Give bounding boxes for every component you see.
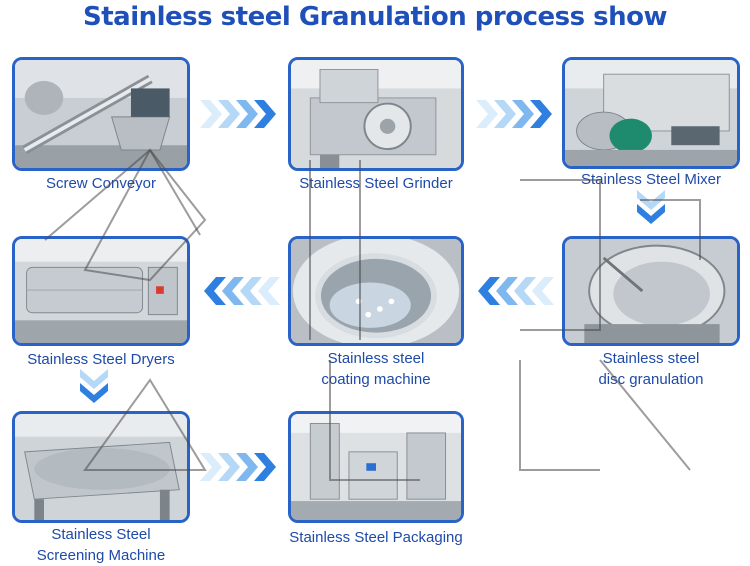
screw-conveyor-caption: Screw Conveyor (45, 175, 157, 192)
packaging-caption: Stainless Steel Packaging (289, 529, 463, 546)
disc-granulation-caption: Stainless steel disc granulation (598, 350, 704, 388)
mixer-photo (562, 57, 740, 169)
grinder-caption: Stainless Steel Grinder (299, 175, 453, 192)
mixer-caption: Stainless Steel Mixer (580, 171, 722, 188)
coating-machine-caption: Stainless steel coating machine (321, 350, 431, 388)
arrow-dryers-to-screening (80, 369, 108, 403)
packaging-photo (288, 411, 464, 523)
chevron-right-icon (200, 453, 276, 481)
dryers-photo (12, 236, 190, 346)
disc-granulation-photo (562, 236, 740, 346)
arrow-screening-to-packaging (200, 453, 276, 481)
dryers-caption: Stainless Steel Dryers (27, 351, 175, 368)
coating-machine-photo (288, 236, 464, 346)
screening-machine-photo (12, 411, 190, 523)
chevron-down-icon (80, 369, 108, 403)
chevron-left-icon (478, 277, 554, 305)
chevron-right-icon (476, 100, 552, 128)
chevron-right-icon (200, 100, 276, 128)
arrow-mixer-to-disc (637, 190, 665, 224)
chevron-left-icon (204, 277, 280, 305)
arrow-conveyor-to-grinder (200, 100, 276, 128)
chevron-down-icon (637, 190, 665, 224)
screw-conveyor-photo (12, 57, 190, 171)
arrow-disc-to-coating (478, 277, 554, 305)
page-title: Stainless steel Granulation process show (83, 2, 667, 32)
arrow-coating-to-dryers (204, 277, 280, 305)
grinder-photo (288, 57, 464, 171)
arrow-grinder-to-mixer (476, 100, 552, 128)
